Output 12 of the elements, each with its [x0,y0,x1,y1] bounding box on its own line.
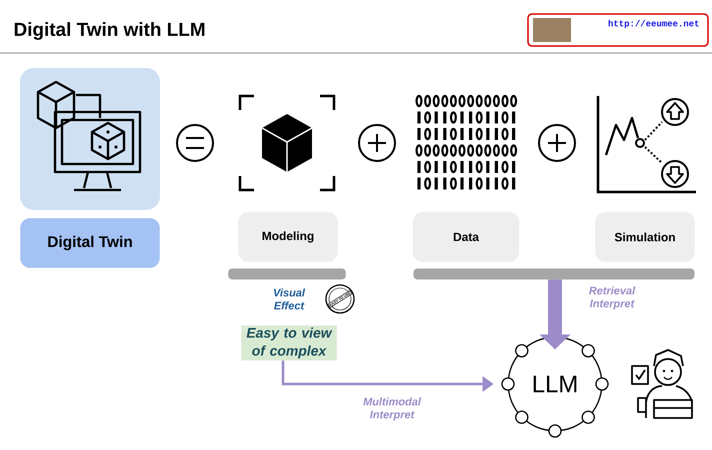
label-box: Digital Twin [20,218,160,268]
edge-label: Multimodal Interpret [363,397,422,421]
title: Digital Twin with LLM [14,22,204,40]
caption-text: Visual Effect [274,288,306,310]
highlighted-text: Easy to view of complex [241,326,337,360]
edge-label: Retrieval Interpret [589,286,636,310]
bar [414,268,694,280]
bar [228,268,346,280]
label-box: Modeling [238,212,338,262]
label-box: Data [412,212,520,262]
web-address: http://eeumee.net [608,20,699,28]
label-box: Simulation [595,212,695,262]
